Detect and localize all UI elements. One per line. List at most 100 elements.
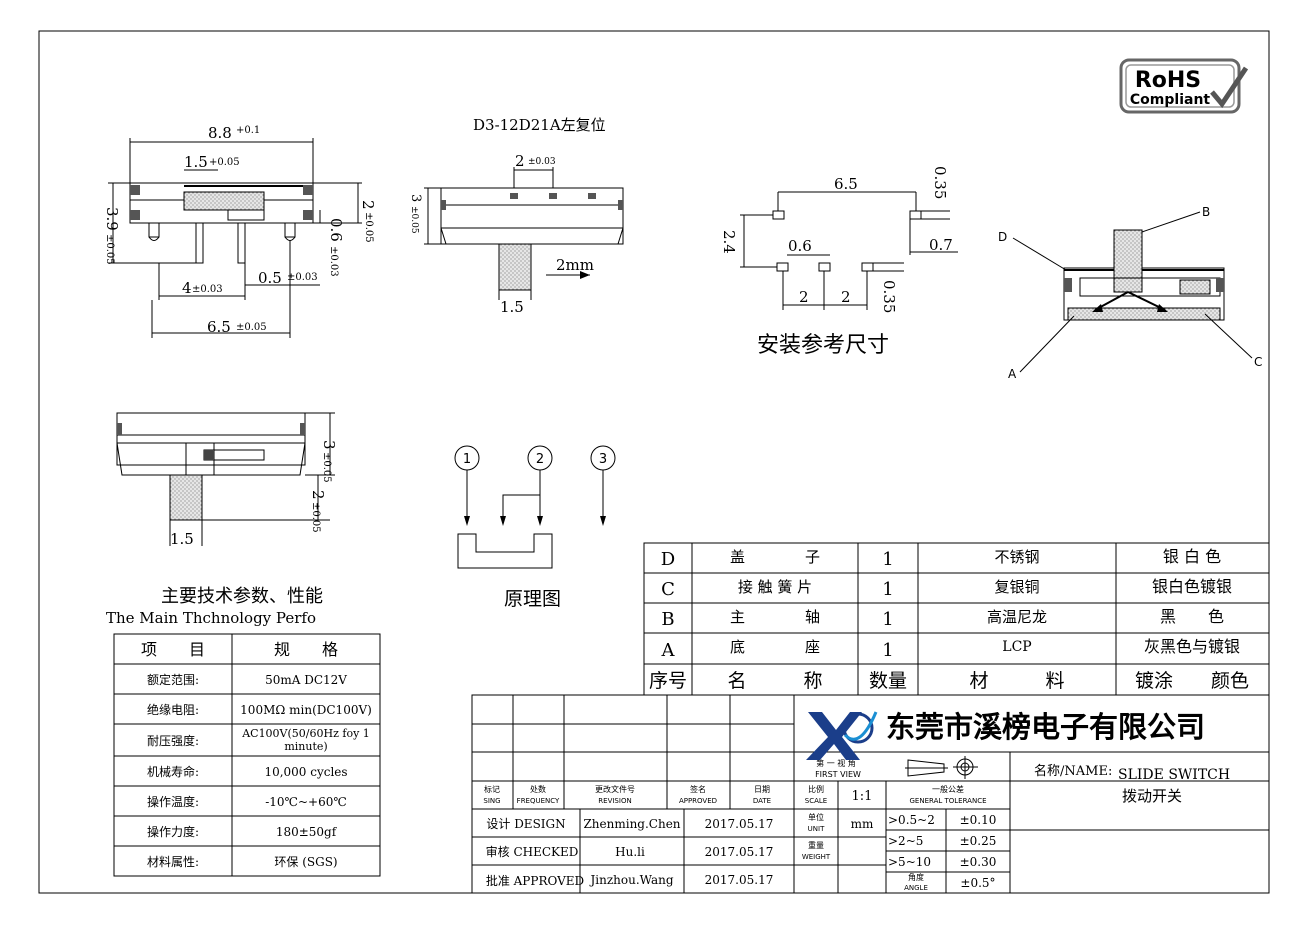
tol-cn: 一般公差 xyxy=(932,784,964,794)
scale-en: SCALE xyxy=(805,797,827,805)
pin-2: 2 xyxy=(536,452,544,467)
schematic: 1 2 3 原理图 xyxy=(454,445,616,610)
dim-3-9: 3.9 xyxy=(103,207,121,231)
role-design: 设计 DESIGN xyxy=(486,817,565,831)
dim-1-5-side: 1.5 xyxy=(170,530,194,548)
dim-6-5: 6.5 xyxy=(207,318,231,336)
name-approved: Jinzhou.Wang xyxy=(588,873,673,887)
tol-range: >0.5~2 xyxy=(888,813,935,827)
specs-row-value: 180±50gf xyxy=(276,825,338,839)
first-view-en: FIRST VIEW xyxy=(815,770,861,779)
specs-title-en: The Main Thchnology Perfo xyxy=(106,609,316,627)
tol-en: GENERAL TOLERANCE xyxy=(909,797,986,805)
specs-row-value: AC100V(50/60Hz foy 1 minute) xyxy=(242,727,370,753)
dim-4-tol: ±0.03 xyxy=(192,284,223,295)
tol-range: >5~10 xyxy=(888,855,931,869)
bom-row-material: 高温尼龙 xyxy=(987,608,1047,626)
specs-title-cn: 主要技术参数、性能 xyxy=(161,586,323,607)
dim-1-5: 1.5 xyxy=(184,153,208,171)
label-b: B xyxy=(1202,205,1210,219)
footprint-view: 6.5 0.35 0.7 2.4 0.6 2 2 0.35 安装参考尺寸 xyxy=(720,166,958,358)
dim-4: 4 xyxy=(182,279,192,297)
tol-value: ±0.30 xyxy=(960,855,997,869)
dim-0-5: 0.5 xyxy=(258,269,282,287)
specs-header-spec: 规 格 xyxy=(274,640,338,659)
bom-row-material: 复银铜 xyxy=(994,578,1039,596)
date-approved: 2017.05.17 xyxy=(705,873,774,887)
bom-header-qty: 数量 xyxy=(869,670,907,692)
dim-0-6: 0.6 xyxy=(327,218,345,242)
tol-value: ±0.5° xyxy=(960,876,995,890)
dim-3-side-tol: ±0.05 xyxy=(321,452,332,483)
specs-row-label: 操作力度: xyxy=(147,824,199,839)
hdr-rev-en: REVISION xyxy=(598,797,631,805)
dim-2-front-tol: ±0.03 xyxy=(528,157,556,167)
specs-row-value: -10℃~+60℃ xyxy=(265,795,347,809)
dim-2-side-tol: ±0.05 xyxy=(310,502,321,533)
bom-header-finish: 镀涂 颜色 xyxy=(1135,670,1249,692)
bom-header-name: 名 称 xyxy=(727,670,822,692)
hdr-freq-cn: 处数 xyxy=(530,784,546,794)
dim-2: 2 xyxy=(359,200,377,210)
tol-value: ±0.25 xyxy=(960,834,997,848)
dim-6-5-fp: 6.5 xyxy=(834,175,858,193)
name-cn: 拨动开关 xyxy=(1122,787,1182,805)
hdr-sing-en: SING xyxy=(483,797,500,805)
bom-row-qty: 1 xyxy=(882,640,893,661)
name-label: 名称/NAME: xyxy=(1034,763,1112,779)
bom-row-finish: 黑 色 xyxy=(1160,607,1224,626)
specs-block: 主要技术参数、性能 The Main Thchnology Perfo 项 目 … xyxy=(106,586,381,877)
rohs-logo: RoHS Compliant xyxy=(1119,58,1249,114)
label-a: A xyxy=(1008,367,1017,381)
tol-range: >2~5 xyxy=(888,834,923,848)
dim-2mm: 2mm xyxy=(556,256,594,274)
angle-en: ANGLE xyxy=(904,884,928,892)
bom-row-qty: 1 xyxy=(882,579,893,600)
dim-0-7: 0.7 xyxy=(929,236,953,254)
date-checked: 2017.05.17 xyxy=(705,845,774,859)
weight-cn: 重量 xyxy=(808,840,824,850)
unit-cn: 单位 xyxy=(808,812,824,822)
bom-row-name: 底 座 xyxy=(730,638,820,656)
section-view: D B A C xyxy=(998,205,1262,381)
side-view: 1.5 3 ±0.05 2 ±0.05 xyxy=(116,412,338,548)
dim-1-5-front: 1.5 xyxy=(500,298,524,316)
role-checked: 审核 CHECKED xyxy=(486,844,579,859)
hdr-date-cn: 日期 xyxy=(754,785,770,794)
bom-row-finish: 银白色镀银 xyxy=(1152,577,1232,596)
dim-2-4: 2.4 xyxy=(720,230,738,254)
dim-0-5-tol: ±0.03 xyxy=(287,272,318,283)
bom-row-material: LCP xyxy=(1002,639,1031,655)
bom-row-finish: 银 白 色 xyxy=(1163,547,1221,566)
dim-8-8-tol: +0.1 xyxy=(236,125,260,136)
role-approved: 批准 APPROVED xyxy=(486,873,584,888)
footprint-caption: 安装参考尺寸 xyxy=(757,333,889,358)
bom-row-name: 主 轴 xyxy=(730,608,820,626)
dim-1-5-tol: +0.05 xyxy=(209,157,240,168)
specs-row-label: 耐压强度: xyxy=(147,733,199,748)
label-d: D xyxy=(998,230,1007,244)
dim-2-side: 2 xyxy=(309,490,327,500)
angle-cn: 角度 xyxy=(908,872,924,882)
bom-row-id: C xyxy=(661,579,675,600)
hdr-sing-cn: 标记 xyxy=(484,784,500,794)
specs-row-label: 机械寿命: xyxy=(147,764,199,779)
hdr-rev-cn: 更改文件号 xyxy=(595,784,635,794)
bom-row-name: 接 触 簧 片 xyxy=(738,578,812,596)
dim-2-fp-a: 2 xyxy=(799,288,809,306)
bom-row-name: 盖 子 xyxy=(730,548,820,566)
bom-header-id: 序号 xyxy=(649,670,687,692)
company-logo xyxy=(806,711,878,760)
dim-2-tol: ±0.05 xyxy=(363,212,374,243)
specs-row-value-wrap: AC100V(50/60Hz foy 1 minute) xyxy=(242,727,370,753)
bom-row-id: A xyxy=(661,640,676,661)
first-angle-projection-icon xyxy=(905,756,978,779)
specs-row-value: 100MΩ min(DC100V) xyxy=(240,703,372,717)
pin-1: 1 xyxy=(463,452,471,467)
dim-0-6-fp: 0.6 xyxy=(788,237,812,255)
scale-cn: 比例 xyxy=(808,784,824,794)
bom-row-qty: 1 xyxy=(882,609,893,630)
rohs-compliant-text: Compliant xyxy=(1130,92,1211,108)
